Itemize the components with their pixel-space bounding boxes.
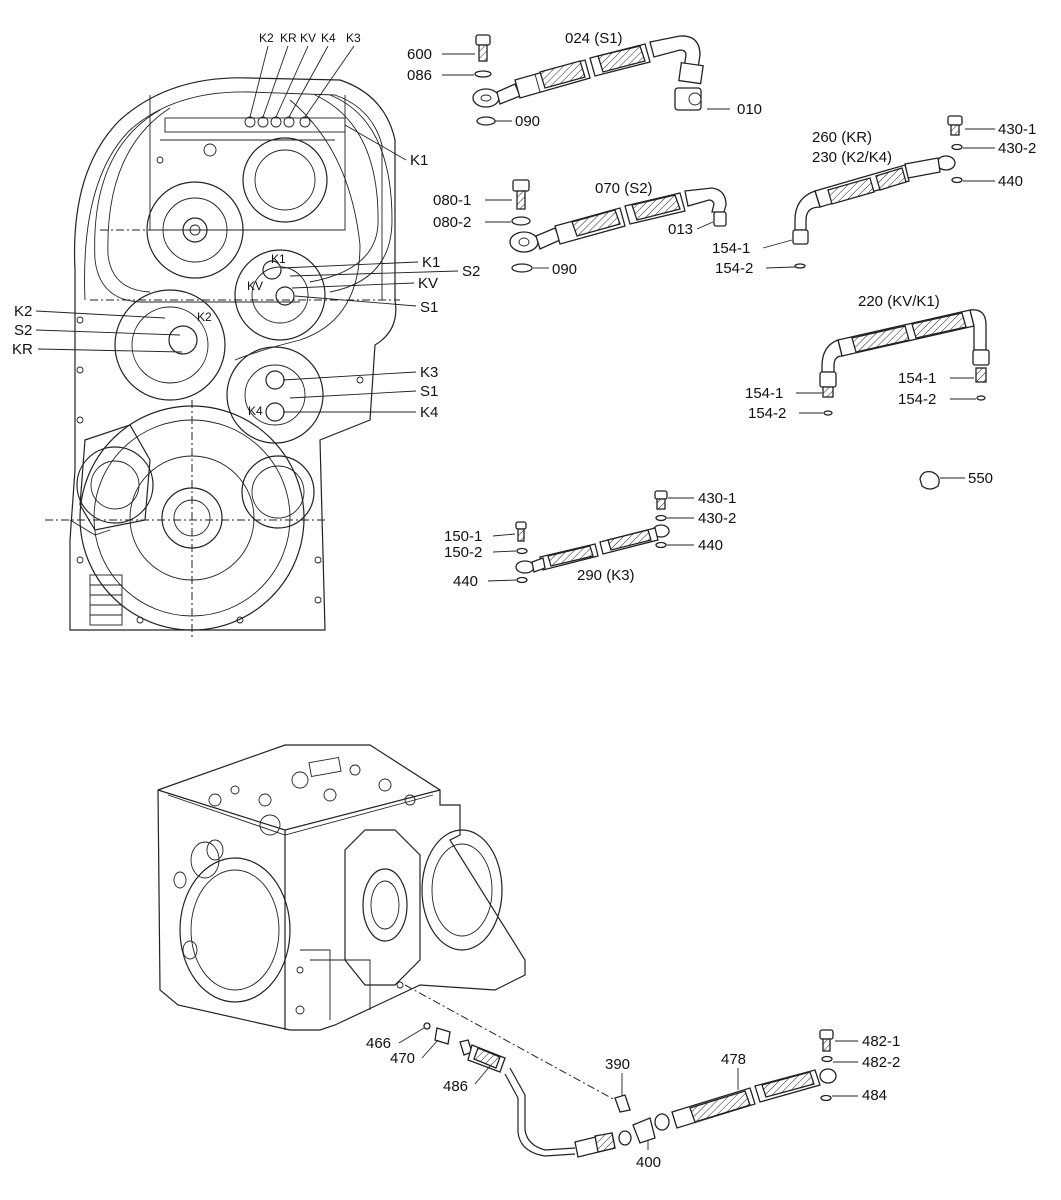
callout-154-2-b: 154-2 xyxy=(748,405,786,422)
callout-086: 086 xyxy=(407,67,432,84)
port-label-k2-left: K2 xyxy=(14,303,32,320)
port-label-s2: S2 xyxy=(462,263,480,280)
port-label-k4: K4 xyxy=(420,404,438,421)
port-label-kr-top: KR xyxy=(280,31,297,45)
callout-466: 466 xyxy=(366,1035,391,1052)
callout-154-1-b: 154-1 xyxy=(745,385,783,402)
port-label-s2-left: S2 xyxy=(14,322,32,339)
hose-024-s1-assembly xyxy=(472,34,730,126)
port-label-k2-top: K2 xyxy=(259,31,274,45)
callout-600: 600 xyxy=(407,46,432,63)
callout-220-kv-k1: 220 (KV/K1) xyxy=(858,293,940,310)
callout-400: 400 xyxy=(636,1154,661,1171)
callout-482-2: 482-2 xyxy=(862,1054,900,1071)
port-label-k4-inner: K4 xyxy=(248,404,263,418)
port-label-s1-a: S1 xyxy=(420,299,438,316)
callout-154-1-c: 154-1 xyxy=(898,370,936,387)
callout-010: 010 xyxy=(737,101,762,118)
port-label-k1-a: K1 xyxy=(410,152,428,169)
port-label-k4-top: K4 xyxy=(321,31,336,45)
callout-440-top: 440 xyxy=(998,173,1023,190)
inner-port-labels: K1 K2 KV K4 xyxy=(197,252,286,418)
transmission-housing-iso-view xyxy=(157,744,616,1101)
callout-070-s2: 070 (S2) xyxy=(595,180,653,197)
callout-154-1-a: 154-1 xyxy=(712,240,750,257)
callout-484: 484 xyxy=(862,1087,887,1104)
clip-550 xyxy=(919,471,965,490)
port-label-k3: K3 xyxy=(420,364,438,381)
right-port-labels: K1 K1 S2 KV S1 K3 S1 K4 xyxy=(281,124,480,421)
port-label-k1-inner: K1 xyxy=(271,252,286,266)
callout-154-2-c: 154-2 xyxy=(898,391,936,408)
port-label-k1-b: K1 xyxy=(422,254,440,271)
port-label-kv: KV xyxy=(418,275,438,292)
callout-430-1-mid: 430-1 xyxy=(698,490,736,507)
callout-482-1: 482-1 xyxy=(862,1033,900,1050)
callout-290-k3: 290 (K3) xyxy=(577,567,635,584)
callout-260-kr: 260 (KR) xyxy=(812,129,872,146)
port-label-k3-top: K3 xyxy=(346,31,361,45)
callout-478: 478 xyxy=(721,1051,746,1068)
callout-470: 470 xyxy=(390,1050,415,1067)
port-label-kv-inner: KV xyxy=(247,279,263,293)
callout-430-2-mid: 430-2 xyxy=(698,510,736,527)
callout-390: 390 xyxy=(605,1056,630,1073)
bottom-hose-assembly xyxy=(423,1022,837,1158)
callout-486: 486 xyxy=(443,1078,468,1095)
callout-150-2: 150-2 xyxy=(444,544,482,561)
hose-290-k3-assembly xyxy=(515,490,670,584)
port-label-kr-left: KR xyxy=(12,341,33,358)
callout-430-2-top: 430-2 xyxy=(998,140,1036,157)
callout-440-low: 440 xyxy=(453,573,478,590)
top-port-labels: K2 KR KV K4 K3 xyxy=(249,31,361,118)
callout-150-1: 150-1 xyxy=(444,528,482,545)
callout-080-1: 080-1 xyxy=(433,192,471,209)
hose-260-230-assembly xyxy=(792,115,963,269)
transmission-front-view xyxy=(45,77,400,640)
callout-024-s1: 024 (S1) xyxy=(565,30,623,47)
callout-230-k2-k4: 230 (K2/K4) xyxy=(812,149,892,166)
hose-070-s2-assembly xyxy=(509,179,727,273)
hose-220-kv-k1-assembly xyxy=(819,309,990,416)
callout-440-mid: 440 xyxy=(698,537,723,554)
left-port-labels: K2 S2 KR xyxy=(12,303,183,358)
callout-430-1-top: 430-1 xyxy=(998,121,1036,138)
callout-550: 550 xyxy=(968,470,993,487)
callout-154-2-a: 154-2 xyxy=(715,260,753,277)
callout-090-mid: 090 xyxy=(552,261,577,278)
port-label-s1-b: S1 xyxy=(420,383,438,400)
port-label-k2-inner: K2 xyxy=(197,310,212,324)
port-label-kv-top: KV xyxy=(300,31,316,45)
callout-013: 013 xyxy=(668,221,693,238)
callout-080-2: 080-2 xyxy=(433,214,471,231)
callout-090-top: 090 xyxy=(515,113,540,130)
